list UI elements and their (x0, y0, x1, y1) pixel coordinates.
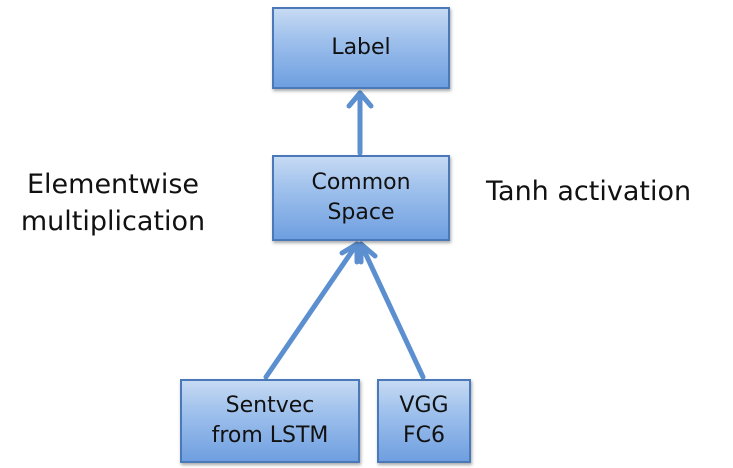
elementwise-line-2: multiplication (20, 206, 206, 237)
common-space-node: Common Space (272, 155, 450, 241)
elementwise-annotation: Elementwise multiplication (10, 166, 216, 240)
tanh-text: Tanh activation (486, 176, 692, 207)
sentvec-line-2: from LSTM (211, 423, 329, 448)
vgg-line-1: VGG (399, 393, 449, 418)
arrow-vgg-to-common (358, 241, 426, 380)
sentvec-node: Sentvec from LSTM (180, 379, 360, 463)
label-node-text: Label (331, 35, 391, 60)
arrow-common-to-label (346, 90, 374, 156)
sentvec-line-1: Sentvec (225, 393, 315, 418)
common-space-line-2: Space (327, 200, 395, 225)
label-node: Label (272, 7, 450, 89)
tanh-annotation: Tanh activation (486, 173, 691, 210)
arrow-sentvec-to-common (263, 241, 360, 380)
vgg-line-2: FC6 (402, 423, 445, 448)
vgg-node: VGG FC6 (377, 379, 471, 463)
elementwise-line-1: Elementwise (26, 169, 200, 200)
common-space-line-1: Common (311, 170, 411, 195)
